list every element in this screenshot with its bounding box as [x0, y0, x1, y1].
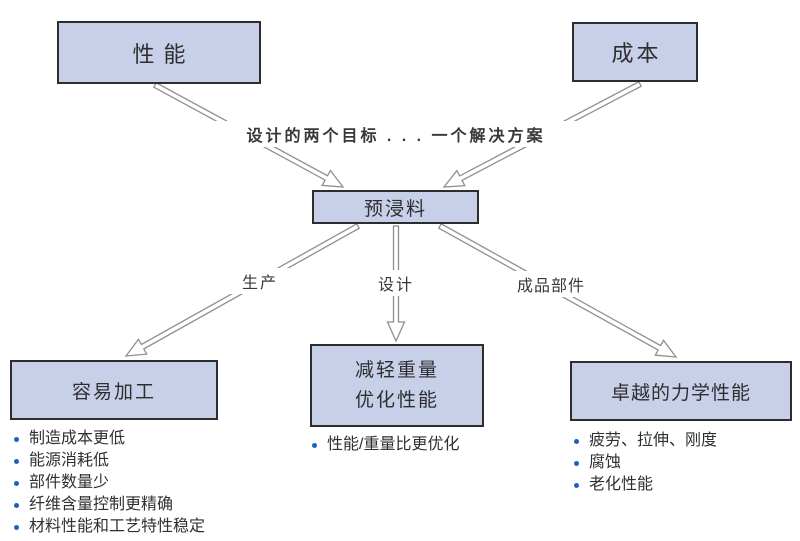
bullet-text: 制造成本更低 [29, 430, 126, 447]
bullet-text: 能源消耗低 [29, 452, 110, 469]
mechanical-properties-box: 卓越的力学性能 [570, 361, 792, 421]
bullet-dot [14, 524, 19, 530]
performance-box-label: 性能 [132, 41, 195, 67]
list-item: 能源消耗低 [10, 450, 205, 472]
bullet-text: 性能/重量比更优化 [327, 436, 460, 453]
weight-performance-bullet-list: 性能/重量比更优化 [308, 434, 459, 456]
goal-caption: 设计的两个目标 . . . 一个解决方案 [212, 121, 580, 147]
bullet-text: 老化性能 [589, 476, 654, 493]
list-item: 部件数量少 [10, 472, 205, 494]
list-item: 纤维含量控制更精确 [10, 494, 205, 516]
bullet-dot [574, 438, 579, 444]
cost-box-label: 成本 [611, 41, 662, 66]
bullet-dot [574, 482, 579, 488]
list-item: 腐蚀 [570, 452, 717, 474]
mechanical-properties-box-label: 卓越的力学性能 [610, 382, 751, 404]
bullet-text: 材料性能和工艺特性稳定 [29, 518, 206, 535]
prepreg-box: 预浸料 [312, 190, 479, 224]
weight-performance-box-line2: 优化性能 [354, 389, 439, 411]
list-item: 老化性能 [570, 474, 717, 496]
branch-label-production: 生产 [230, 268, 290, 294]
prepreg-box-label: 预浸料 [363, 198, 427, 220]
list-item: 材料性能和工艺特性稳定 [10, 516, 205, 538]
branch-label-design: 设计 [366, 270, 426, 296]
bullet-dot [14, 436, 19, 442]
bullet-dot [14, 502, 19, 508]
cost-box: 成本 [572, 22, 698, 82]
easy-processing-bullet-list: 制造成本更低 能源消耗低 部件数量少 纤维含量控制更精确 材料性能和工艺特性稳定 [10, 428, 205, 538]
bullet-text: 纤维含量控制更精确 [29, 496, 174, 513]
bullet-text: 腐蚀 [589, 454, 622, 471]
easy-processing-box-label: 容易加工 [71, 381, 156, 403]
bullet-dot [14, 458, 19, 464]
easy-processing-box: 容易加工 [10, 360, 218, 420]
list-item: 性能/重量比更优化 [308, 434, 459, 456]
branch-label-finished-parts: 成品部件 [503, 271, 599, 297]
bullet-dot [14, 480, 19, 486]
bullet-text: 疲劳、拉伸、刚度 [589, 432, 718, 449]
mechanical-properties-bullet-list: 疲劳、拉伸、刚度 腐蚀 老化性能 [570, 430, 717, 496]
bullet-dot [574, 460, 579, 466]
list-item: 疲劳、拉伸、刚度 [570, 430, 717, 452]
bullet-dot [312, 442, 317, 448]
weight-performance-box: 减轻重量 优化性能 [310, 344, 484, 427]
weight-performance-box-line1: 减轻重量 [354, 359, 439, 381]
performance-box: 性能 [57, 21, 261, 84]
bullet-text: 部件数量少 [29, 474, 110, 491]
list-item: 制造成本更低 [10, 428, 205, 450]
